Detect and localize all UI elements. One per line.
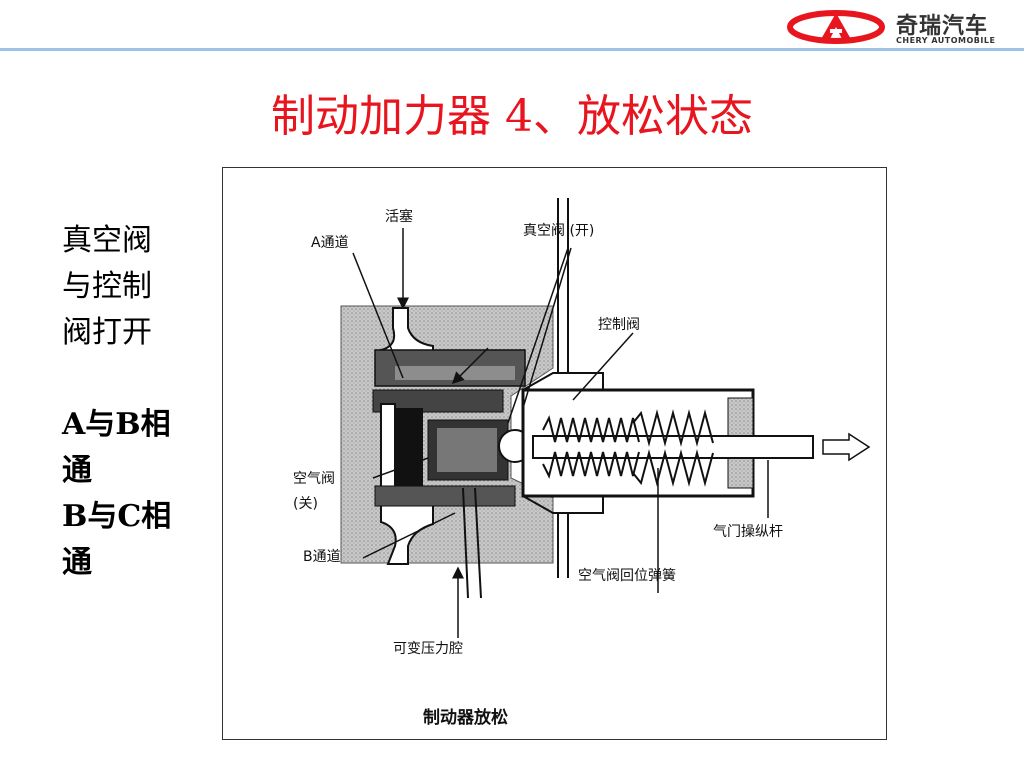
side-notes: 真空阀 与控制 阀打开 A与B相 通 B与C相 通 <box>62 218 212 586</box>
label-throttle-rod: 气门操纵杆 <box>713 524 783 540</box>
header-divider <box>0 48 1024 51</box>
brake-booster-diagram: 活塞 A通道 真空阀 (开) 控制阀 空气阀 (关) B通道 气门操纵杆 空气阀… <box>222 167 887 740</box>
side-note-line: 阀打开 <box>62 315 152 350</box>
label-air-valve: 空气阀 <box>293 471 335 487</box>
side-note-line: 真空阀 <box>62 223 152 258</box>
side-note-line: 与控制 <box>62 269 152 304</box>
side-note-line: A与B相 <box>62 407 171 442</box>
brand-name-cn: 奇瑞汽车 <box>896 14 989 39</box>
label-channel-b: B通道 <box>303 549 341 565</box>
label-air-valve-state: (关) <box>293 496 318 512</box>
brand-name-en: CHERY AUTOMOBILE <box>896 36 996 45</box>
label-vacuum-valve: 真空阀 (开) <box>523 223 595 239</box>
side-note-line: B与C相 <box>62 499 172 534</box>
label-variable-chamber: 可变压力腔 <box>393 641 463 657</box>
side-note-spacer <box>62 356 212 402</box>
slide-title: 制动加力器 4、放松状态 <box>271 91 753 142</box>
side-note-line: 通 <box>62 453 92 488</box>
label-channel-a: A通道 <box>311 235 349 251</box>
label-piston: 活塞 <box>385 209 413 225</box>
brand-logo: 奇瑞汽车 CHERY AUTOMOBILE <box>786 6 1016 48</box>
label-air-valve-spring: 空气阀回位弹簧 <box>578 568 676 584</box>
figure-caption: 制动器放松 <box>423 708 508 728</box>
diagram-drawing <box>340 198 871 638</box>
chery-logo-icon <box>787 10 885 44</box>
side-note-line: 通 <box>62 545 92 580</box>
label-control-valve: 控制阀 <box>598 317 640 333</box>
